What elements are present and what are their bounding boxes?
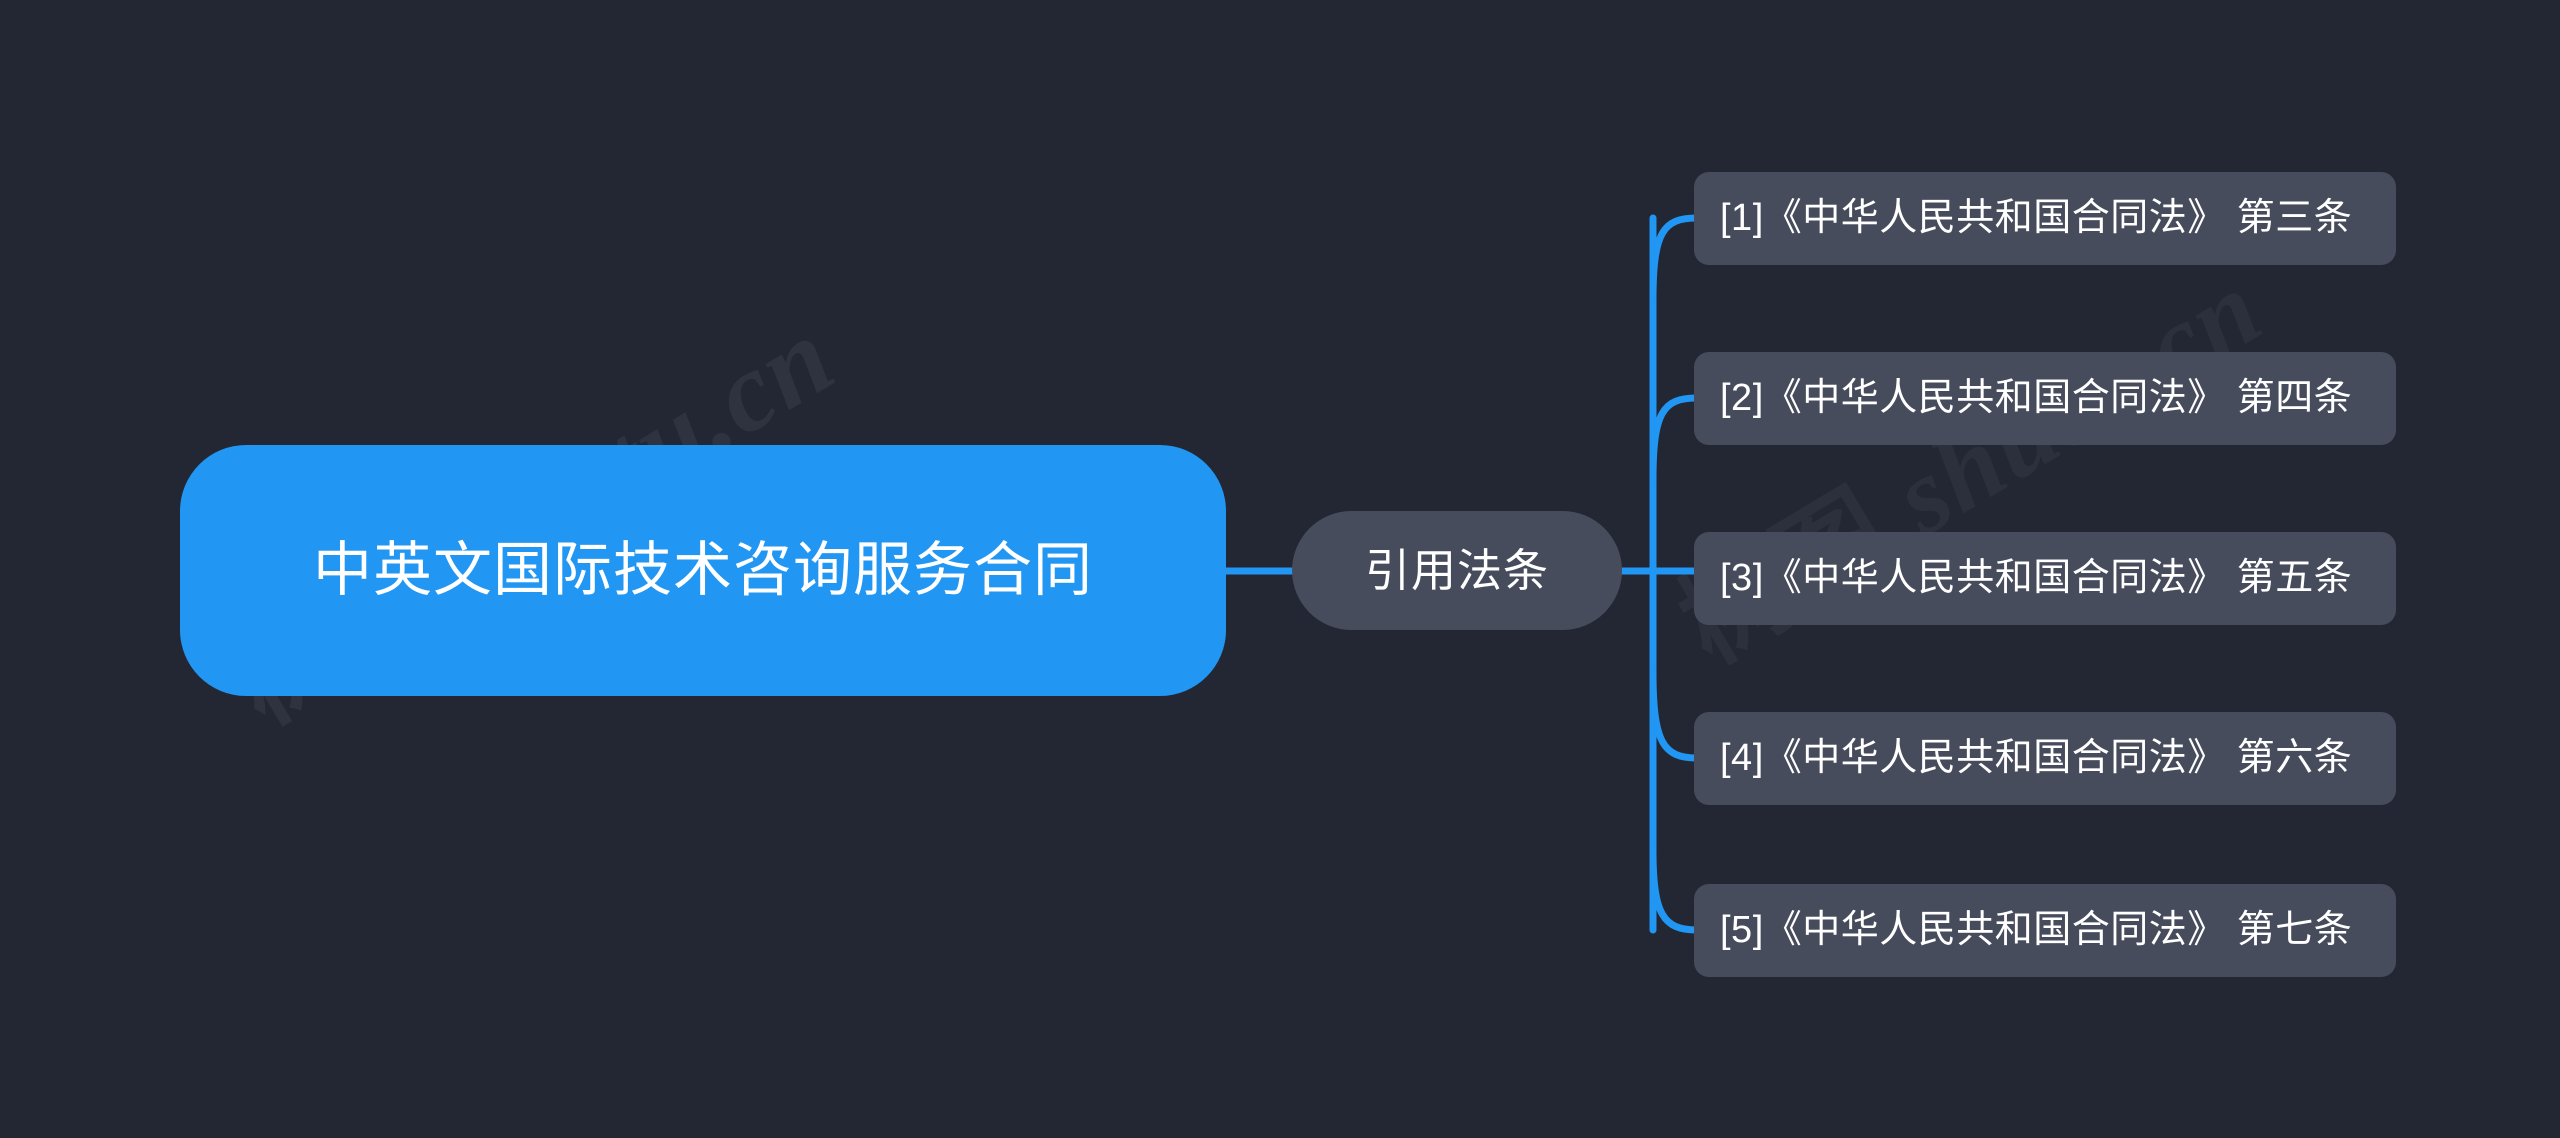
leaf-node-2[interactable]: [2]《中华人民共和国合同法》 第四条 [1694,352,2396,445]
leaf-node-label: [1]《中华人民共和国合同法》 第三条 [1720,196,2353,239]
branch-node-cited-provisions[interactable]: 引用法条 [1292,511,1622,630]
root-node-label: 中英文国际技术咨询服务合同 [312,537,1093,604]
leaf-node-label: [4]《中华人民共和国合同法》 第六条 [1720,736,2353,779]
leaf-node-5[interactable]: [5]《中华人民共和国合同法》 第七条 [1694,884,2396,977]
leaf-node-4[interactable]: [4]《中华人民共和国合同法》 第六条 [1694,712,2396,805]
leaf-node-1[interactable]: [1]《中华人民共和国合同法》 第三条 [1694,172,2396,265]
branch-node-label: 引用法条 [1364,544,1549,596]
leaf-node-label: [2]《中华人民共和国合同法》 第四条 [1720,376,2353,419]
link-spine-to-leaf-2 [1649,394,1701,484]
leaf-node-3[interactable]: [3]《中华人民共和国合同法》 第五条 [1694,532,2396,625]
link-spine-to-leaf-5 [1649,846,1701,934]
leaf-node-label: [5]《中华人民共和国合同法》 第七条 [1720,908,2353,951]
leaf-node-label: [3]《中华人民共和国合同法》 第五条 [1720,556,2353,599]
root-node[interactable]: 中英文国际技术咨询服务合同 [180,445,1226,696]
link-spine-to-leaf-4 [1649,668,1701,762]
link-spine-to-leaf-1 [1649,214,1701,304]
